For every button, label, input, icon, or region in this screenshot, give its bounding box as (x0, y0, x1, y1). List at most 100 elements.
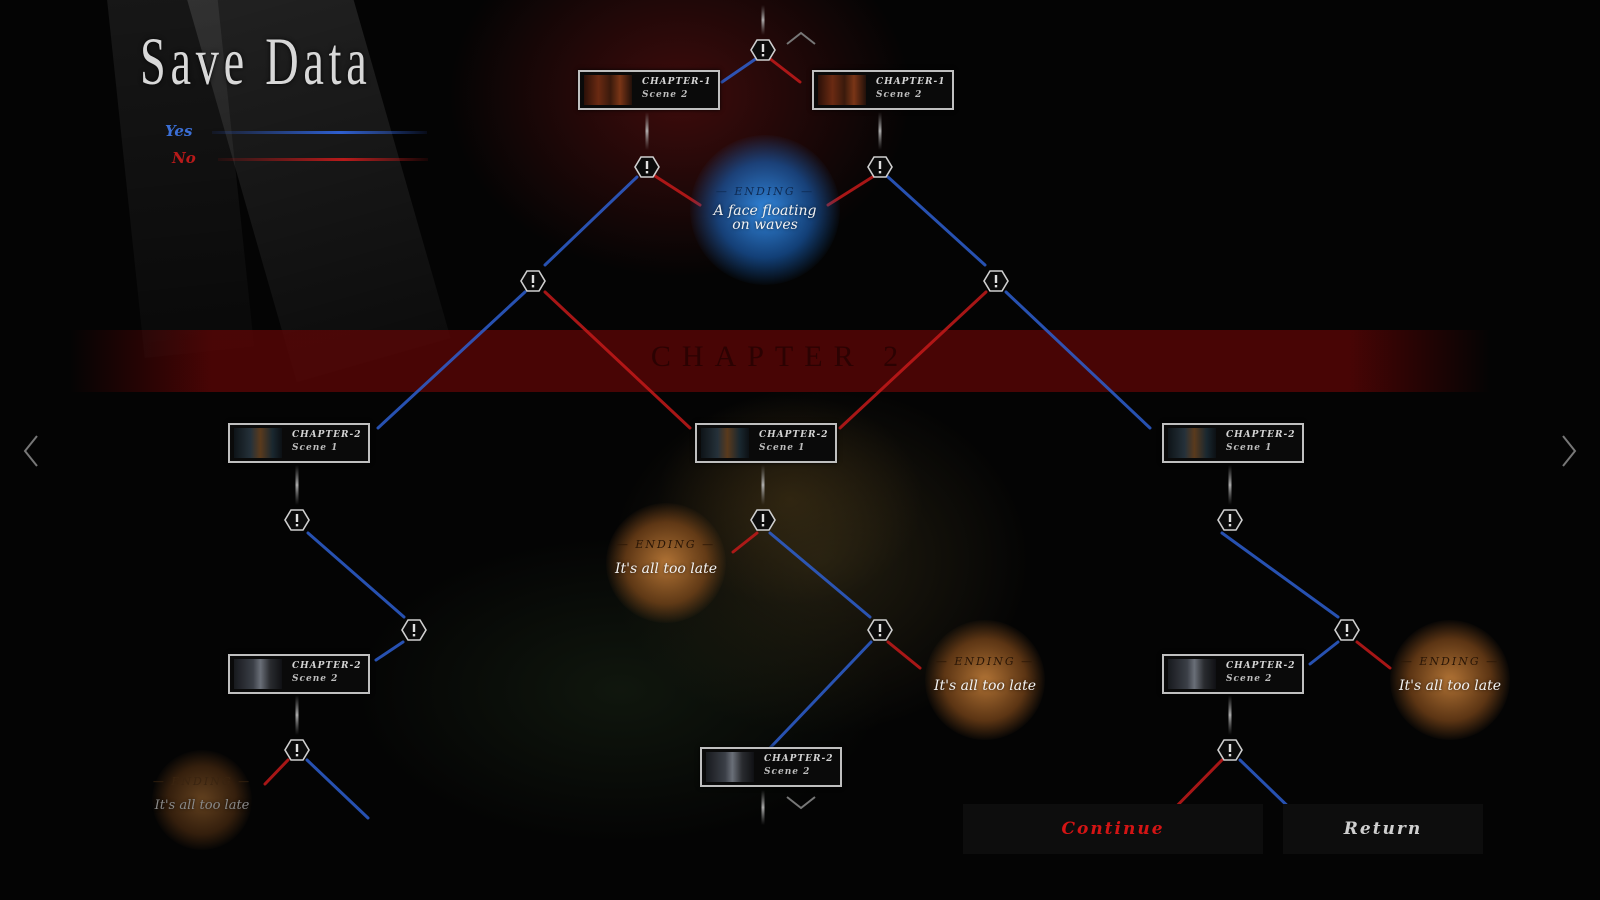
branch-no-line (767, 56, 802, 84)
exclamation-hexagon-icon[interactable] (284, 509, 310, 531)
ending-title: It's all too late (1398, 678, 1502, 694)
scene-name-label: Scene 1 (1226, 443, 1273, 453)
ending-title: It's all too late (154, 798, 250, 813)
ending-marker[interactable]: — ENDING — It's all too late (1380, 620, 1520, 740)
legend-no-line (218, 158, 428, 161)
ending-title: It's all too late (614, 561, 718, 577)
ending-marker[interactable]: — ENDING —It's all too late (915, 620, 1055, 740)
ending-tag: — ENDING — (616, 538, 716, 551)
branch-yes-line (768, 640, 873, 750)
chapter-band-label: CHAPTER 2 (650, 340, 910, 373)
legend-yes-line (212, 131, 427, 134)
ending-tag: — ENDING — (1400, 655, 1500, 668)
ending-glow (925, 620, 1045, 740)
exclamation-hexagon-icon[interactable] (520, 270, 546, 292)
branch-yes-line (543, 175, 639, 267)
branch-stem (1228, 695, 1232, 735)
branch-no-line (1355, 640, 1392, 670)
branch-stem (1228, 465, 1232, 505)
ending-marker[interactable]: — ENDING —A face floating on waves (690, 135, 840, 285)
scene-chapter-label: CHAPTER-2 (759, 430, 829, 440)
branch-stem (761, 5, 765, 35)
exclamation-hexagon-icon[interactable] (1334, 619, 1360, 641)
exclamation-hexagon-icon[interactable] (1217, 509, 1243, 531)
branch-yes-line (376, 290, 527, 430)
branch-stem (878, 112, 882, 150)
ending-title: It's all too late (933, 678, 1037, 694)
exclamation-hexagon-icon[interactable] (983, 270, 1009, 292)
exclamation-hexagon-icon[interactable] (750, 509, 776, 531)
scene-thumbnail (234, 659, 282, 689)
branch-yes-line (1308, 640, 1340, 666)
scene-name-label: Scene 2 (642, 90, 689, 100)
ending-marker[interactable]: — ENDING — It's all too late (132, 750, 272, 850)
branch-stem (645, 112, 649, 150)
branch-yes-line (720, 56, 759, 84)
branch-no-line (886, 640, 922, 670)
scene-name-label: Scene 2 (292, 674, 339, 684)
page-title: Save Data (140, 23, 372, 99)
ending-glow (606, 503, 726, 623)
scene-thumbnail (701, 428, 749, 458)
chevron-up-icon[interactable] (785, 30, 817, 50)
scene-thumbnail (584, 75, 632, 105)
branch-no-line (838, 290, 988, 430)
branch-stem (761, 790, 765, 825)
scene-thumbnail (234, 428, 282, 458)
branch-no-line (263, 758, 290, 786)
exclamation-hexagon-icon[interactable] (1217, 739, 1243, 761)
branch-yes-line (305, 758, 370, 820)
scene-thumbnail (818, 75, 866, 105)
legend-no-label: No (172, 149, 196, 167)
exclamation-hexagon-icon[interactable] (401, 619, 427, 641)
scene-name-label: Scene 1 (759, 443, 806, 453)
exclamation-hexagon-icon[interactable] (634, 156, 660, 178)
scene-name-label: Scene 2 (1226, 674, 1273, 684)
exclamation-hexagon-icon[interactable] (867, 619, 893, 641)
branch-stem (761, 465, 765, 505)
branch-yes-line (768, 531, 872, 619)
exclamation-hexagon-icon[interactable] (867, 156, 893, 178)
branch-yes-line (306, 531, 406, 619)
chevron-left-icon[interactable] (22, 434, 40, 472)
chevron-down-icon[interactable] (785, 795, 817, 815)
scene-thumbnail (1168, 428, 1216, 458)
ending-tag: — ENDING — (715, 185, 815, 198)
branch-yes-line (374, 640, 405, 662)
legend-yes-label: Yes (165, 122, 193, 140)
scene-name-label: Scene 2 (876, 90, 923, 100)
scene-name-label: Scene 1 (292, 443, 339, 453)
ending-tag: — ENDING — (152, 775, 252, 788)
scene-name-label: Scene 2 (764, 767, 811, 777)
ending-glow (152, 750, 252, 850)
return-button[interactable]: Return (1283, 804, 1483, 854)
branch-no-line (731, 531, 759, 554)
scene-chapter-label: CHAPTER-2 (1226, 661, 1296, 671)
scene-chapter-label: CHAPTER-2 (292, 430, 362, 440)
exclamation-hexagon-icon[interactable] (750, 39, 776, 61)
branch-yes-line (886, 175, 987, 267)
scene-chapter-label: CHAPTER-1 (876, 77, 946, 87)
ending-marker[interactable]: — ENDING — It's all too late (596, 503, 736, 623)
ending-glow (1390, 620, 1510, 740)
scene-chapter-label: CHAPTER-2 (764, 754, 834, 764)
continue-button[interactable]: Continue (963, 804, 1263, 854)
chevron-right-icon[interactable] (1560, 434, 1578, 472)
exclamation-hexagon-icon[interactable] (284, 739, 310, 761)
branch-stem (295, 465, 299, 505)
branch-yes-line (1004, 290, 1152, 430)
scene-chapter-label: CHAPTER-2 (1226, 430, 1296, 440)
scene-thumbnail (1168, 659, 1216, 689)
ending-glow (690, 135, 840, 285)
scene-chapter-label: CHAPTER-2 (292, 661, 362, 671)
chapter-band: CHAPTER 2 (70, 330, 1490, 392)
branch-no-line (543, 290, 692, 430)
